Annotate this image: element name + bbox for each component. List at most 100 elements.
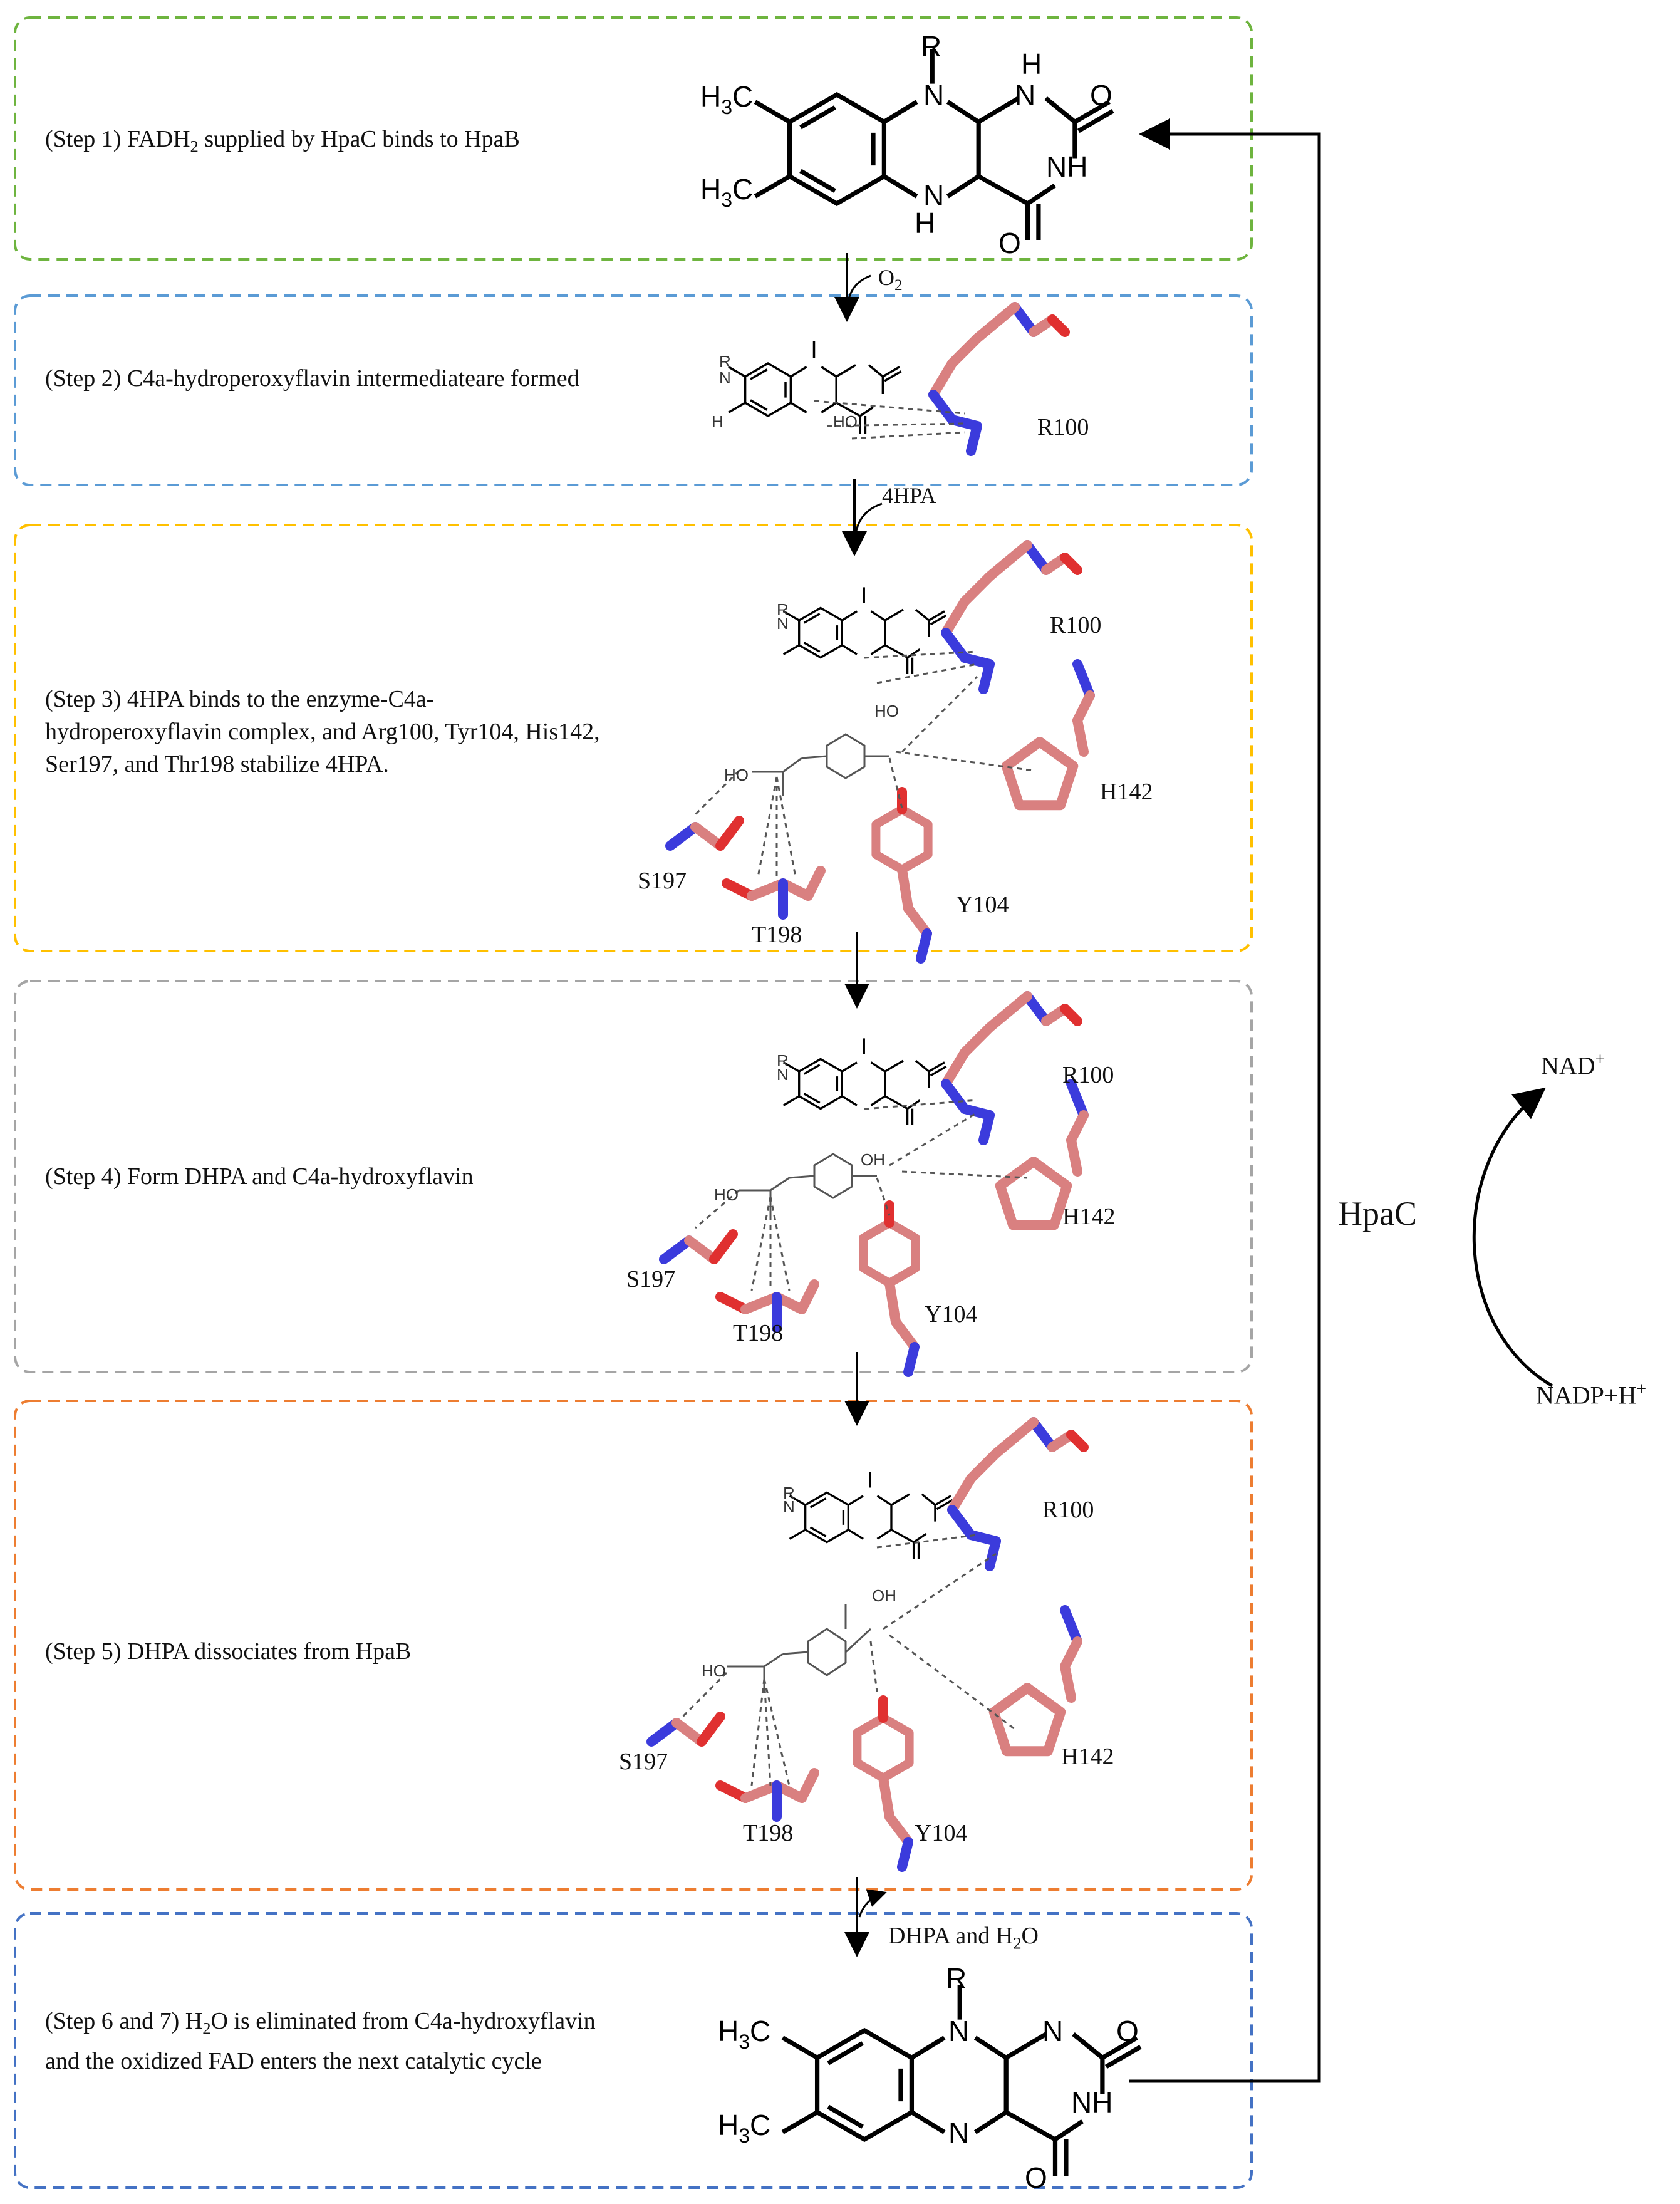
svg-text:OH: OH [861, 1150, 885, 1169]
oxidized-fad-labels: H3C H3C R N N N O NH O [718, 1962, 1139, 2194]
r100-step2-guan [947, 415, 982, 456]
svg-text:N: N [777, 1065, 789, 1084]
r100-step4-guan [960, 1104, 995, 1145]
svg-text:N: N [719, 368, 731, 387]
r100-step5 [1029, 1417, 1089, 1452]
ligand-dhpa-product-structure [727, 1604, 872, 1692]
svg-text:H: H [712, 412, 723, 431]
residue-r100-label-step4: R100 [1062, 1062, 1114, 1088]
residue-r100-label-step2: R100 [1037, 414, 1089, 440]
residue-t198-label-step4: T198 [733, 1320, 784, 1346]
t198-step5 [715, 1768, 819, 1803]
s197-step5 [646, 1712, 725, 1747]
svg-text:H: H [915, 207, 935, 239]
step-6-7-box [14, 1912, 1253, 2189]
residue-r100-label-step5: R100 [1042, 1497, 1094, 1523]
y104-step5-ring [853, 1713, 914, 1782]
t198-step4 [715, 1279, 819, 1314]
step-1-text: (Step 1) FADH2 supplied by HpaC binds to… [45, 126, 520, 156]
r100-step4-chain [941, 991, 1032, 1114]
o2-label: O2 [878, 265, 903, 294]
y104-step3-tail [897, 865, 932, 964]
svg-text:N: N [1042, 2015, 1063, 2047]
residue-h142-label-step3: H142 [1100, 779, 1153, 805]
y104-step5-tail [878, 1773, 913, 1872]
residue-y104-label-step3: Y104 [956, 891, 1009, 918]
svg-text:R: R [777, 1051, 789, 1070]
svg-text:H3C: H3C [718, 2109, 770, 2147]
svg-text:H3C: H3C [718, 2015, 770, 2053]
ligand-dhpa-intermediate-structure [739, 1153, 877, 1215]
step-5-box [14, 1400, 1253, 1891]
svg-text:H3C: H3C [700, 80, 753, 118]
recycle-loop-arrow [1129, 118, 1321, 2083]
y104-step3-ring [871, 805, 933, 874]
svg-text:HO: HO [724, 766, 749, 784]
residue-h142-label-step5: H142 [1061, 1744, 1114, 1770]
svg-text:N: N [923, 179, 944, 212]
residue-t198-label-step5: T198 [743, 1820, 794, 1846]
svg-text:HO: HO [714, 1185, 739, 1204]
step-5-text: (Step 5) DHPA dissociates from HpaB [45, 1638, 412, 1665]
flow-arrow-1-2 [834, 253, 871, 322]
svg-text:NH: NH [1046, 150, 1087, 183]
step3-flavin-structure [782, 586, 948, 675]
svg-text:NH: NH [1071, 2086, 1112, 2119]
h142-step5-ring [988, 1683, 1066, 1757]
r100-step3 [1022, 540, 1082, 575]
ligand-4hpa-structure [752, 733, 889, 796]
r100-step5-guan [966, 1530, 1001, 1571]
residue-r100-label-step3: R100 [1050, 612, 1102, 638]
s197-step3 [665, 816, 744, 851]
residue-sticks [646, 302, 1095, 1872]
svg-text:R: R [719, 352, 731, 371]
svg-text:HO: HO [702, 1661, 726, 1680]
step-6-7-text: (Step 6 and 7) H2O is eliminated from C4… [45, 2008, 596, 2074]
svg-text:N: N [948, 2116, 969, 2149]
svg-text:O: O [998, 227, 1021, 259]
h142-step4-ring [995, 1157, 1072, 1230]
nad-plus-label: NAD+ [1541, 1050, 1605, 1080]
svg-text:HO: HO [833, 412, 858, 431]
hpac-label: HpaC [1338, 1195, 1417, 1232]
step5-flavin-structure [788, 1470, 954, 1560]
step-1-box [14, 16, 1253, 261]
intermediate-flavin-labels: R N H HO R N HO R N OH R N OH HO HO HO [702, 352, 899, 1680]
h142-step4-chain [1066, 1079, 1089, 1177]
c4a-hydroperoxyflavin-structure [727, 340, 903, 435]
residue-y104-label-step5: Y104 [915, 1820, 968, 1846]
hydrogen-bond-lines [682, 400, 1034, 1786]
svg-text:O: O [1090, 79, 1112, 112]
r100-step5-chain [947, 1417, 1039, 1540]
svg-text:N: N [783, 1497, 795, 1516]
step-2-text: (Step 2) C4a-hydroperoxyflavin intermedi… [45, 365, 579, 392]
hpa-label: 4HPA [882, 483, 936, 508]
r100-step3-chain [941, 540, 1032, 663]
svg-text:R: R [921, 30, 941, 63]
s197-step4 [659, 1229, 738, 1264]
step-4-box [14, 980, 1253, 1373]
h142-step3-ring [1001, 737, 1079, 811]
step-3-box [14, 524, 1253, 952]
residue-s197-label-step5: S197 [619, 1749, 668, 1775]
svg-text:N: N [777, 614, 789, 633]
svg-text:HO: HO [874, 702, 899, 720]
r100-step4 [1022, 991, 1082, 1026]
svg-text:OH: OH [872, 1586, 896, 1605]
h142-step3-chain [1072, 659, 1095, 757]
svg-text:R: R [777, 600, 789, 619]
residue-h142-label-step4: H142 [1062, 1203, 1116, 1230]
residue-s197-label-step3: S197 [638, 868, 687, 894]
residue-s197-label-step4: S197 [626, 1266, 676, 1292]
r100-step2-chain [928, 302, 1020, 425]
svg-text:N: N [1015, 79, 1035, 112]
flow-arrow-2-3 [842, 479, 883, 556]
svg-text:N: N [948, 2015, 969, 2047]
r100-step2 [1010, 302, 1070, 337]
step-2-box [14, 294, 1253, 486]
residue-y104-label-step4: Y104 [925, 1301, 978, 1328]
r100-step3-guan [960, 653, 995, 694]
step-4-text: (Step 4) Form DHPA and C4a-hydroxyflavin [45, 1163, 474, 1190]
svg-text:O: O [1116, 2015, 1139, 2047]
